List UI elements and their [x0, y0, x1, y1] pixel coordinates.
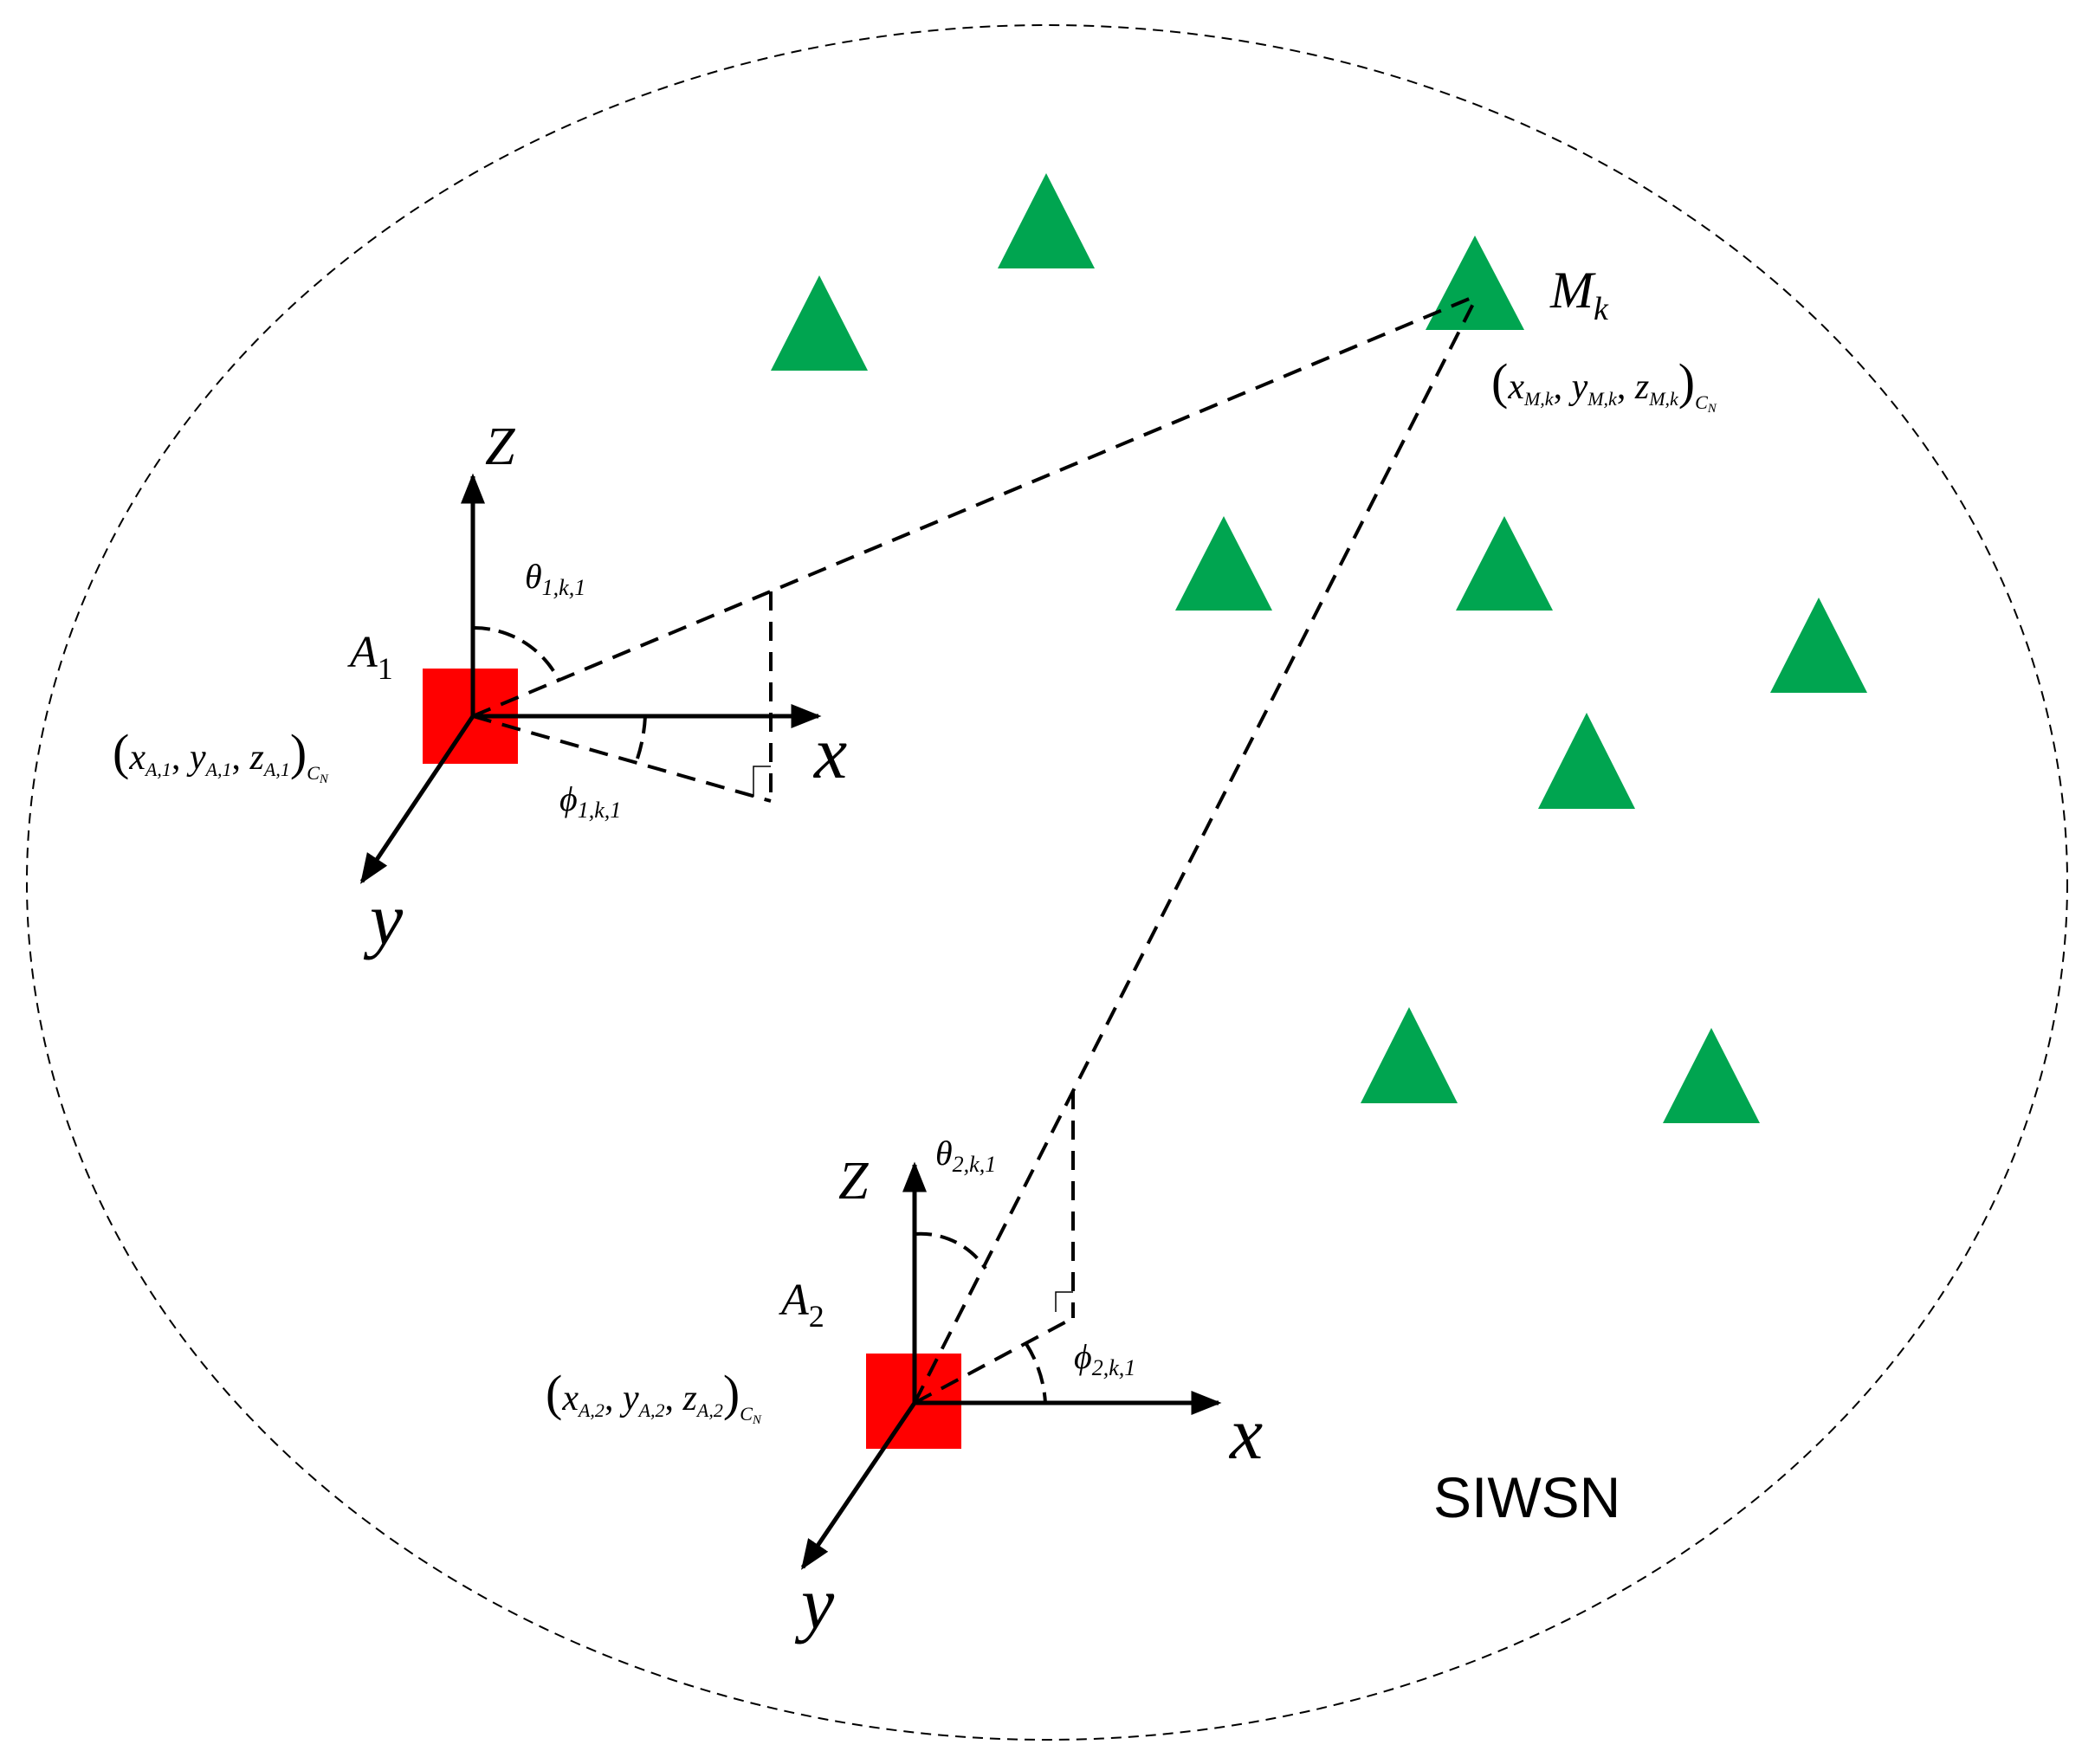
a2-phi-arc	[1025, 1342, 1047, 1404]
unknown-node	[771, 275, 868, 371]
axes-anchor-2	[800, 1161, 1222, 1570]
a2-to-target-line	[913, 294, 1479, 1404]
a1-y-axis	[359, 714, 475, 884]
a2-x-axis-label: x	[1228, 1392, 1263, 1475]
a1-y-axis-label: y	[363, 877, 404, 960]
a1-theta-label: θ1,k,1	[525, 557, 585, 600]
a1-x-axis-label: x	[812, 711, 847, 794]
axes-anchor-1	[359, 473, 822, 884]
unknown-node	[998, 173, 1095, 268]
a1-projection-line	[472, 714, 772, 803]
a2-coordinate-label: (xA,2, yA,2, zA,2)CN	[546, 1365, 762, 1427]
a1-phi-label: ϕ1,k,1	[559, 779, 621, 823]
target-coordinate-label: (xM,k, yM,k, zM,k)CN	[1491, 353, 1717, 416]
a1-theta-arc	[472, 625, 561, 682]
network-label: SIWSN	[1433, 1465, 1620, 1529]
a1-to-target-line	[472, 294, 1478, 718]
a1-right-angle-marker	[753, 766, 771, 797]
unknown-nodes	[771, 173, 1867, 1123]
a1-z-axis-label: Z	[485, 417, 515, 476]
a2-name-label: A2	[779, 1276, 824, 1334]
a2-right-angle-marker	[1055, 1291, 1073, 1312]
unknown-node	[1538, 713, 1635, 809]
a1-name-label: A1	[347, 628, 393, 686]
a2-y-axis-label: y	[794, 1561, 835, 1644]
unknown-node	[1361, 1007, 1458, 1103]
a1-phi-arc	[635, 715, 647, 762]
target-name-label: Mk	[1549, 262, 1609, 327]
a2-phi-label: ϕ2,k,1	[1074, 1337, 1135, 1380]
a2-theta-arc	[914, 1231, 987, 1270]
angle-arcs	[472, 625, 1047, 1404]
network-boundary	[26, 24, 2068, 1741]
a2-theta-label: θ2,k,1	[935, 1134, 996, 1177]
unknown-node	[1456, 516, 1553, 611]
a2-y-axis	[800, 1401, 917, 1570]
unknown-node	[1770, 598, 1867, 693]
unknown-node	[1663, 1028, 1760, 1123]
measurement-lines	[472, 294, 1479, 1405]
a1-coordinate-label: (xA,1, yA,1, zA,1)CN	[113, 724, 329, 786]
unknown-node	[1175, 516, 1272, 611]
a2-z-axis-label: Z	[838, 1152, 869, 1211]
target-node	[1426, 236, 1524, 330]
